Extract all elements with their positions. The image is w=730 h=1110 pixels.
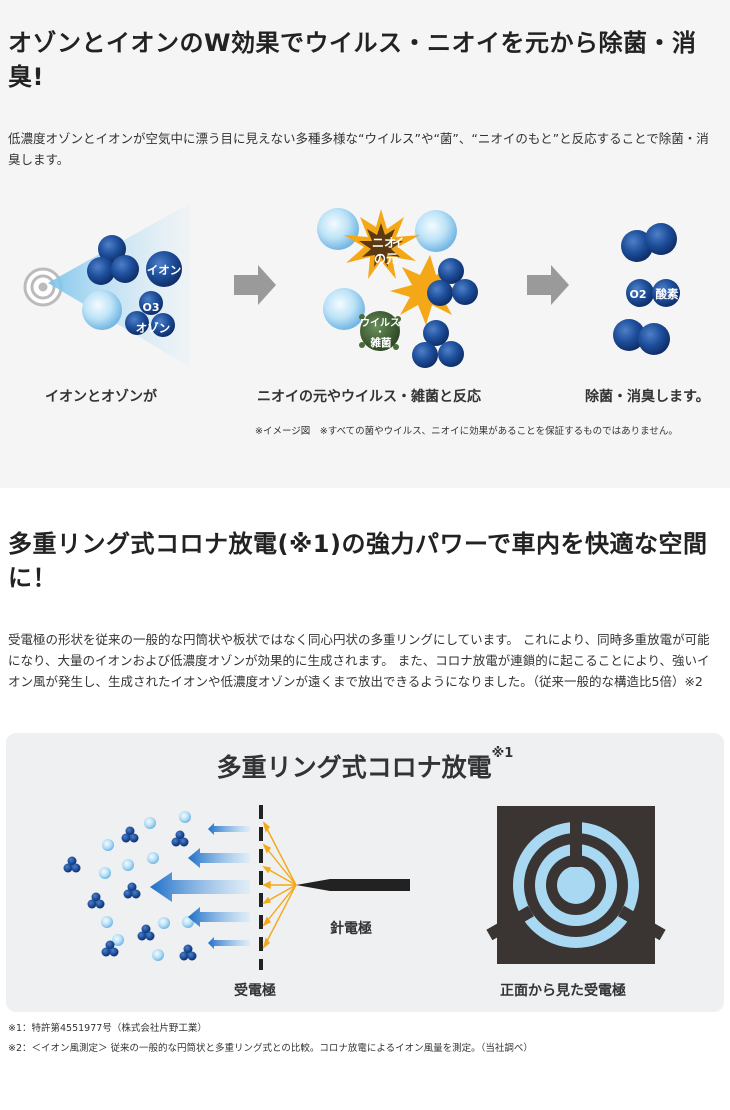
svg-text:O2: O2: [629, 288, 646, 301]
svg-text:O3: O3: [142, 301, 159, 314]
discharge-rays: [262, 821, 297, 949]
svg-text:酸素: 酸素: [656, 287, 679, 301]
svg-text:の元: の元: [374, 252, 398, 266]
caption-ion-ozone: イオンとオゾンが: [45, 389, 157, 405]
oxygen-molecule: [613, 319, 670, 355]
ion-molecule: [412, 320, 464, 368]
arrow-right-icon: [527, 265, 569, 305]
svg-text:イオン: イオン: [147, 263, 182, 277]
light-sphere: [415, 210, 457, 252]
odor-spark-icon: ニオ イ の元: [344, 209, 420, 279]
section1-body: 低濃度オゾンとイオンが空気中に漂う目に見えない多種多様な“ウイルス”や“菌”、“…: [8, 131, 709, 167]
needle-electrode-label: 針電極: [330, 921, 372, 937]
caption-result: 除菌・消臭します。: [585, 389, 710, 405]
oxygen-molecule: [621, 223, 677, 262]
image-disclaimer: ※イメージ図 ※すべての菌やウイルス、ニオイに効果があることを保証するものではあ…: [255, 426, 678, 437]
oxygen-label-icon: O2 酸素: [626, 279, 680, 307]
ozone-ion-diagram: イオン O3 オゾン ニオ イ の元 ウイルス ・ 雑菌: [23, 203, 680, 368]
ion-clusters: [63, 826, 197, 961]
ion-particles: [99, 811, 194, 961]
footnote-2: ※2：＜イオン風測定＞ 従来の一般的な円筒状と多重リング式との比較。コロナ放電に…: [8, 1043, 533, 1054]
footnote-1: ※1：特許第4551977号（株式会社片野工業）: [8, 1023, 207, 1034]
front-view-label: 正面から見た受電極: [500, 983, 626, 999]
light-sphere: [82, 290, 122, 330]
svg-text:イ: イ: [392, 236, 404, 250]
corona-discharge-diagram: [63, 805, 666, 970]
ion-wind-arrows: [150, 823, 250, 949]
svg-text:ウイルス: ウイルス: [360, 317, 400, 329]
svg-text:オゾン: オゾン: [136, 321, 171, 335]
caption-reaction: ニオイの元やウイルス・雑菌と反応: [257, 389, 481, 405]
receiving-electrode-label: 受電極: [234, 983, 276, 999]
svg-text:・: ・: [375, 328, 384, 338]
svg-text:雑菌: 雑菌: [370, 336, 392, 349]
svg-text:ニオ: ニオ: [372, 236, 396, 250]
light-sphere: [323, 288, 365, 330]
arrow-right-icon: [234, 265, 276, 305]
ion-icon: イオン: [146, 251, 182, 287]
virus-icon: ウイルス ・ 雑菌: [359, 311, 401, 351]
section2-body: 受電極の形状を従来の一般的な円筒状や板状ではなく同心円状の多重リングにしています…: [8, 632, 710, 689]
ion-molecule: [427, 258, 478, 306]
light-sphere: [317, 208, 359, 250]
section2-heading: 多重リング式コロナ放電(※1)の強力パワーで車内を快適な空間に！: [8, 530, 708, 592]
section1-heading: オゾンとイオンのW効果でウイルス・ニオイを元から除菌・消臭!: [8, 29, 697, 91]
receiving-electrode-front-view: [486, 806, 666, 964]
panel-title: 多重リング式コロナ放電※1: [216, 746, 514, 782]
ion-molecule: [87, 235, 139, 285]
needle-electrode: [296, 879, 410, 891]
ozone-icon: O3 オゾン: [125, 291, 175, 337]
